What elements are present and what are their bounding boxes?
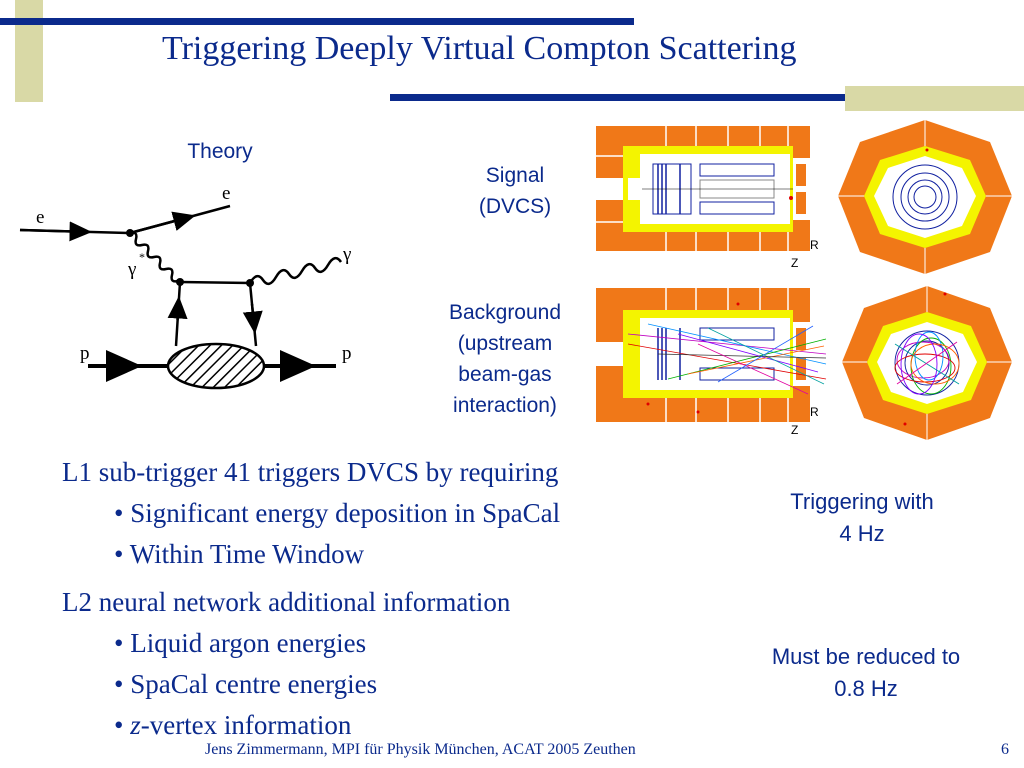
label-e-in: e (36, 207, 45, 228)
l1-trigger-section: L1 sub-trigger 41 triggers DVCS by requi… (62, 452, 560, 575)
l2-item-liquid-argon: • Liquid argon energies (114, 628, 367, 658)
trigger-rate-note: Triggering with 4 Hz (790, 489, 934, 546)
background-label: Background (upstream beam-gas interactio… (448, 301, 562, 417)
label-p-in: p (80, 343, 90, 364)
label-gamma-out: γ (343, 244, 352, 265)
l2-heading: L2 neural network additional information (62, 587, 511, 617)
page-number: 6 (1001, 741, 1009, 758)
theory-heading: Theory (187, 140, 253, 163)
signal-label: Signal (DVCS) (478, 164, 552, 218)
label-e-out: e (222, 183, 231, 204)
background-event-end-view (842, 286, 1012, 440)
signal-axis-r: R (810, 238, 819, 252)
exchange-line (179, 280, 251, 285)
footer-text: Jens Zimmermann, MPI für Physik München,… (205, 741, 636, 758)
label-star: * (139, 250, 145, 264)
gpd-blob (166, 342, 266, 390)
l2-trigger-section: L2 neural network additional information… (62, 582, 510, 746)
signal-event-side-view (588, 126, 810, 251)
left-accent-bar (15, 0, 43, 102)
l1-item-energy: • Significant energy deposition in SpaCa… (114, 498, 561, 528)
l2-item-z-vertex: • z-vertex information (114, 710, 352, 740)
signal-axis-z: Z (791, 256, 799, 270)
virtual-photon-line (129, 231, 179, 283)
slide-title: Triggering Deeply Virtual Compton Scatte… (162, 30, 797, 67)
l2-item-spacal-centre: • SpaCal centre energies (114, 669, 378, 699)
reduced-rate-note: Must be reduced to 0.8 Hz (771, 644, 961, 701)
title-rule (390, 94, 1024, 101)
signal-event-end-view (838, 120, 1012, 274)
label-p-out: p (342, 343, 352, 364)
background-event-side-view (588, 288, 827, 422)
l1-item-time-window: • Within Time Window (114, 539, 365, 569)
dvcs-feynman-diagram (19, 204, 343, 390)
right-accent-bar (845, 86, 1024, 111)
outgoing-photon-line (248, 256, 343, 286)
l1-heading: L1 sub-trigger 41 triggers DVCS by requi… (62, 457, 559, 487)
label-gamma-star: γ (128, 259, 137, 280)
background-axis-r: R (810, 405, 819, 419)
top-rule (0, 18, 634, 25)
background-axis-z: Z (791, 423, 799, 437)
